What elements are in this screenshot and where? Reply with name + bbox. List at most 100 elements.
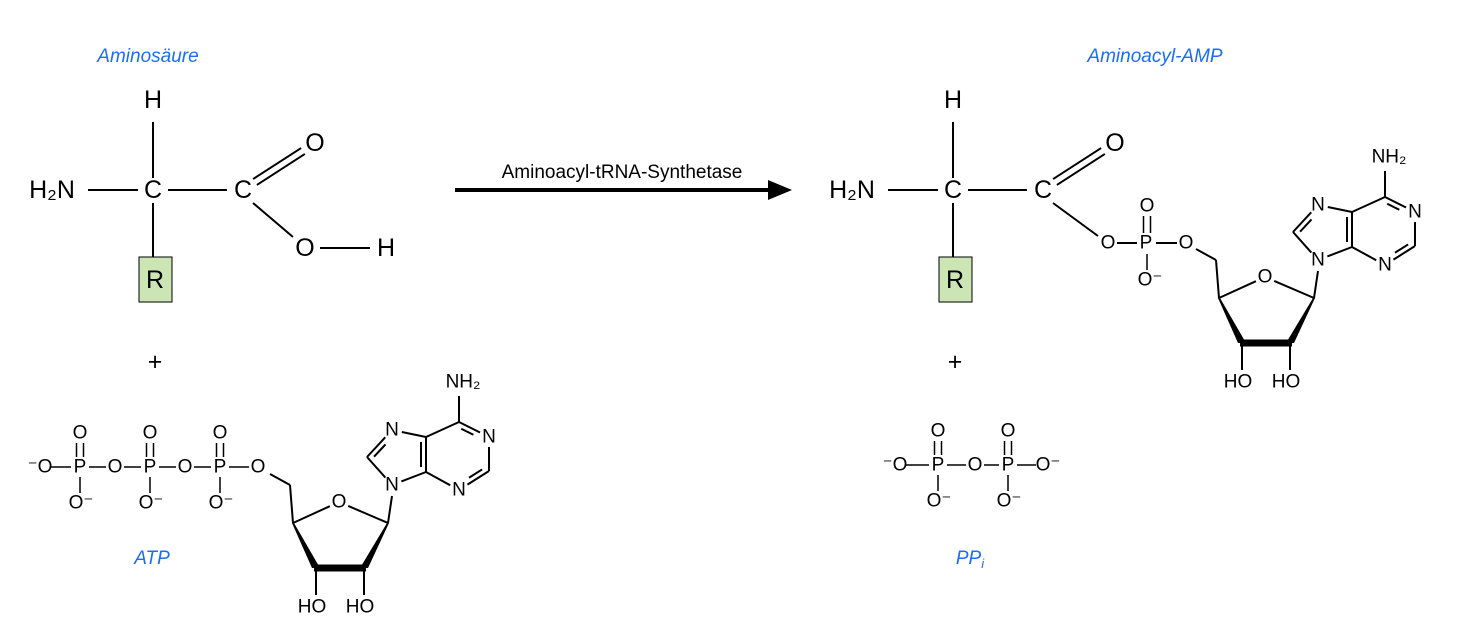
atom-label: O [108,457,123,478]
atom-label: H [144,86,162,114]
r-group-box-left [138,256,173,303]
hydroxyl-label: HO [1272,372,1301,393]
enzyme-label: Aminoacyl-tRNA-Synthetase [502,162,743,183]
atom-label: O [1001,421,1016,442]
bond [468,468,483,479]
bond [1052,202,1099,237]
bond [292,505,331,524]
nitrogen-label: N [1408,202,1422,223]
atom-label: O [1179,233,1194,254]
atom-label: H₂N [29,176,75,204]
amino-group-label: NH₂ [1372,147,1407,168]
atom-label: P [74,457,87,478]
wedge-bond [360,523,389,568]
atom-label: P [1002,455,1015,476]
bond [1292,231,1313,254]
atom-label: O [1258,267,1273,288]
bond [1326,246,1353,258]
atom-label: H [944,86,962,114]
atom-label: O⁻ [69,493,94,514]
bond [347,505,389,524]
bond [1215,259,1220,299]
label-ppi: PPi [956,548,985,571]
nitrogen-label: N [1378,255,1392,276]
atom-label: O⁻ [1036,455,1061,476]
atom-label: O [73,423,88,444]
bonds [50,122,1416,595]
nitrogen-label: N [452,480,466,501]
hydroxyl-label: HO [346,597,375,618]
wedge-bond [1286,298,1315,343]
bond [458,421,481,434]
atom-label: O [1105,129,1124,157]
atom-label: P [1140,233,1153,254]
atom-label: O [1140,196,1155,217]
atom-label: O [931,421,946,442]
bond [366,456,387,479]
bond [252,202,294,238]
atom-label: P [144,457,157,478]
wedge-bond [292,523,320,568]
bond [1292,211,1312,233]
bond [373,443,387,458]
atom-label: O [251,457,266,478]
bond [289,484,294,524]
bond [1299,218,1313,233]
atom-label: R [946,266,964,294]
bond [252,147,302,180]
nitrogen-label: N [482,427,496,448]
bond [269,473,291,486]
r-group-box-right [938,256,973,303]
atom-label: ⁻O [28,457,53,478]
atom-label: O⁻ [209,493,234,514]
bond [1392,245,1416,261]
atom-label: C [944,176,962,204]
atom-label: O [213,423,228,444]
bond [366,436,386,458]
bond [1394,243,1409,254]
bond [401,431,427,438]
bond [460,427,474,436]
hydroxyl-label: HO [1224,372,1253,393]
atom-label: O⁻ [927,491,952,512]
bond [1218,280,1257,299]
bond [1313,270,1319,299]
atom-label: R [146,266,164,294]
bond [1195,248,1217,261]
bond [1052,147,1102,180]
atom-label: P [932,455,945,476]
nitrogen-label: N [1311,195,1325,216]
bond [400,471,427,483]
atom-label: ⁻O [883,455,908,476]
atom-label: O [178,457,193,478]
bond [1327,206,1353,213]
bond [1351,196,1386,213]
nitrogen-label: N [385,420,399,441]
atom-label: O [143,423,158,444]
atom-label: P [214,457,227,478]
atom-label: O⁻ [997,491,1022,512]
nitrogen-label: N [385,475,399,496]
reaction-arrow [455,180,792,200]
label-aminoacyl-amp: Aminoacyl-AMP [1086,46,1222,67]
nitrogen-label: N [1311,250,1325,271]
atom-label: H₂N [829,176,875,204]
bond [466,470,490,486]
atom-label: O [1101,233,1116,254]
atom-label: O⁻ [1138,270,1163,291]
atom-label: O [305,129,324,157]
atom-label: O [295,234,314,262]
atom-label: O [332,492,347,513]
atom-label: O [968,455,983,476]
bond [1351,246,1377,262]
bond [1384,196,1407,209]
bond [1386,202,1400,211]
plus-sign-left: + [148,348,163,376]
bond [1273,280,1315,299]
plus-sign-right: + [948,348,963,376]
hydroxyl-label: HO [298,597,327,618]
bond [425,421,460,438]
wedge-bond [1218,298,1246,343]
